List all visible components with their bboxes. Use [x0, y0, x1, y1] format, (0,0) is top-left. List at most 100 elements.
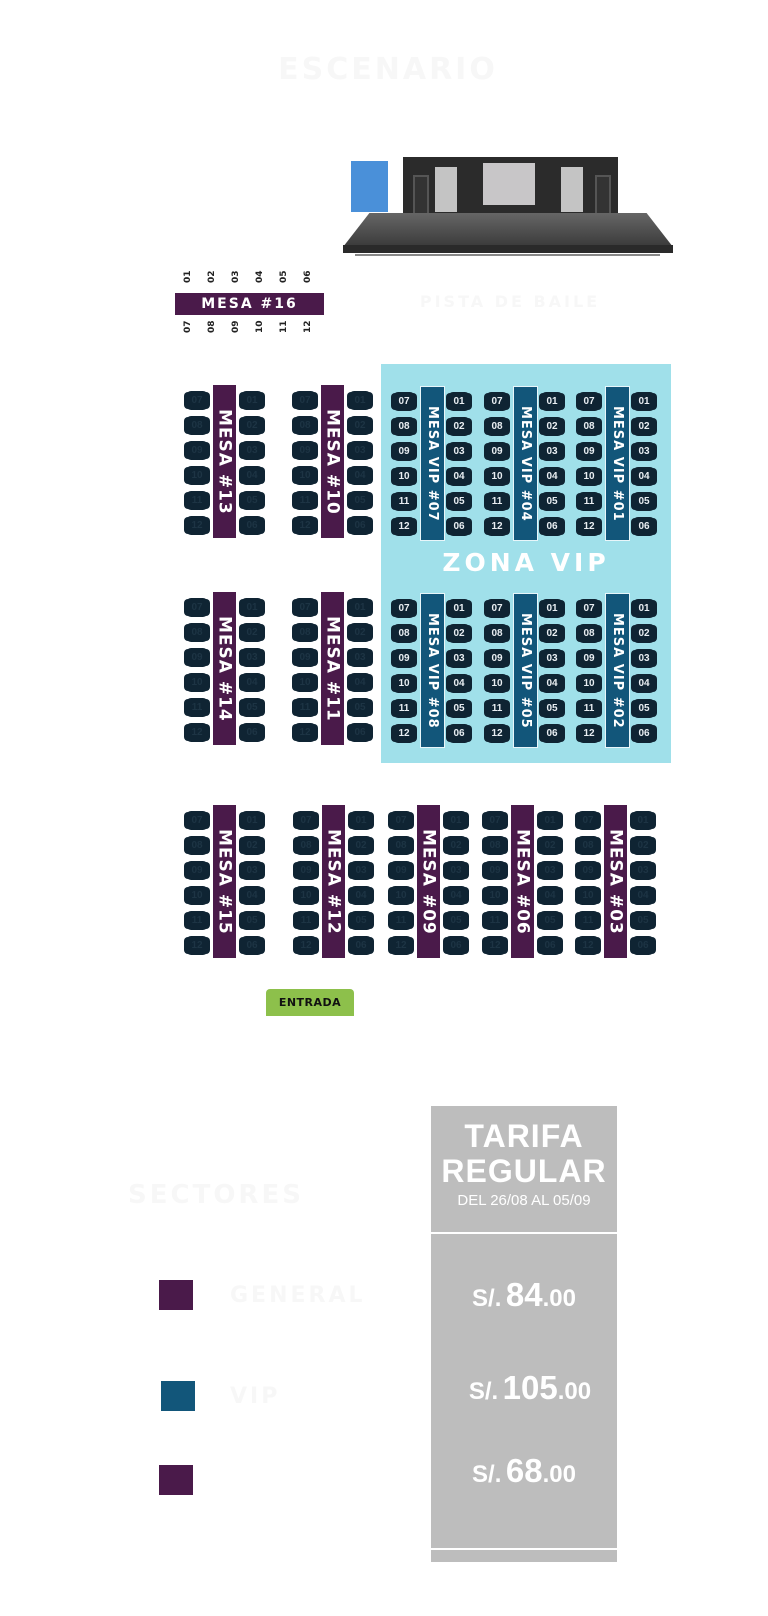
seat[interactable]: 05 [241, 491, 263, 510]
seat[interactable]: 02 [539, 836, 561, 855]
seat[interactable]: 08 [578, 417, 600, 436]
seat[interactable]: 10 [186, 466, 208, 485]
seat[interactable]: 02 [633, 624, 655, 643]
seat[interactable]: 06 [241, 516, 263, 535]
seat[interactable]: 01 [448, 599, 470, 618]
seat[interactable]: 07 [578, 392, 600, 411]
seat[interactable]: 05 [349, 491, 371, 510]
seat[interactable]: 11 [484, 911, 506, 930]
seat[interactable]: 08 [578, 624, 600, 643]
seat[interactable]: 05 [350, 911, 372, 930]
seat[interactable]: 07 [186, 811, 208, 830]
seat[interactable]: 09 [295, 861, 317, 880]
seat[interactable]: 01 [541, 599, 563, 618]
seat[interactable]: 12 [578, 724, 600, 743]
seat[interactable]: 11 [578, 492, 600, 511]
seat[interactable]: 03 [448, 442, 470, 461]
seat[interactable]: 11 [295, 911, 317, 930]
seat[interactable]: 11 [186, 911, 208, 930]
seat[interactable]: 07 [486, 599, 508, 618]
seat-number[interactable]: 02 [207, 270, 217, 284]
seat-number[interactable]: 03 [231, 270, 241, 284]
seat[interactable]: 07 [577, 811, 599, 830]
seat-number[interactable]: 10 [255, 320, 265, 334]
seat[interactable]: 06 [448, 724, 470, 743]
seat[interactable]: 12 [186, 936, 208, 955]
seat[interactable]: 12 [393, 517, 415, 536]
seat[interactable]: 08 [186, 623, 208, 642]
seat[interactable]: 11 [186, 491, 208, 510]
seat[interactable]: 08 [393, 417, 415, 436]
seat[interactable]: 09 [484, 861, 506, 880]
seat[interactable]: 02 [632, 836, 654, 855]
seat[interactable]: 03 [539, 861, 561, 880]
seat[interactable]: 02 [349, 416, 371, 435]
seat[interactable]: 01 [349, 598, 371, 617]
seat[interactable]: 06 [448, 517, 470, 536]
seat[interactable]: 09 [186, 861, 208, 880]
seat[interactable]: 12 [186, 516, 208, 535]
seat[interactable]: 05 [539, 911, 561, 930]
seat[interactable]: 03 [349, 648, 371, 667]
seat[interactable]: 04 [633, 674, 655, 693]
seat[interactable]: 10 [484, 886, 506, 905]
seat[interactable]: 09 [186, 441, 208, 460]
seat[interactable]: 12 [578, 517, 600, 536]
seat[interactable]: 09 [578, 649, 600, 668]
seat[interactable]: 04 [445, 886, 467, 905]
seat[interactable]: 07 [393, 599, 415, 618]
seat[interactable]: 06 [349, 516, 371, 535]
seat[interactable]: 02 [349, 623, 371, 642]
seat-number[interactable]: 07 [183, 320, 193, 334]
seat[interactable]: 03 [241, 861, 263, 880]
seat[interactable]: 09 [390, 861, 412, 880]
seat[interactable]: 05 [241, 698, 263, 717]
seat[interactable]: 07 [390, 811, 412, 830]
seat[interactable]: 03 [241, 648, 263, 667]
seat[interactable]: 04 [241, 673, 263, 692]
seat[interactable]: 10 [486, 674, 508, 693]
seat[interactable]: 07 [186, 598, 208, 617]
seat[interactable]: 11 [390, 911, 412, 930]
seat[interactable]: 09 [486, 649, 508, 668]
seat[interactable]: 11 [486, 492, 508, 511]
seat[interactable]: 04 [632, 886, 654, 905]
seat[interactable]: 04 [241, 466, 263, 485]
seat[interactable]: 08 [294, 623, 316, 642]
seat[interactable]: 02 [541, 417, 563, 436]
seat-number[interactable]: 05 [279, 270, 289, 284]
seat[interactable]: 12 [486, 517, 508, 536]
seat[interactable]: 05 [541, 492, 563, 511]
seat-number[interactable]: 12 [303, 320, 313, 334]
seat[interactable]: 10 [186, 886, 208, 905]
seat[interactable]: 04 [350, 886, 372, 905]
seat[interactable]: 10 [390, 886, 412, 905]
seat[interactable]: 05 [448, 699, 470, 718]
seat[interactable]: 05 [445, 911, 467, 930]
seat[interactable]: 07 [294, 598, 316, 617]
seat[interactable]: 08 [295, 836, 317, 855]
seat[interactable]: 09 [186, 648, 208, 667]
seat[interactable]: 05 [541, 699, 563, 718]
seat-number[interactable]: 06 [303, 270, 313, 284]
seat[interactable]: 10 [295, 886, 317, 905]
seat[interactable]: 03 [349, 441, 371, 460]
seat[interactable]: 06 [632, 936, 654, 955]
seat[interactable]: 01 [241, 391, 263, 410]
seat[interactable]: 06 [349, 723, 371, 742]
seat[interactable]: 01 [632, 811, 654, 830]
seat[interactable]: 02 [633, 417, 655, 436]
seat[interactable]: 01 [350, 811, 372, 830]
seat[interactable]: 03 [541, 442, 563, 461]
seat[interactable]: 11 [393, 699, 415, 718]
seat[interactable]: 04 [448, 467, 470, 486]
seat[interactable]: 12 [393, 724, 415, 743]
seat[interactable]: 06 [633, 724, 655, 743]
seat[interactable]: 04 [541, 467, 563, 486]
seat[interactable]: 11 [486, 699, 508, 718]
seat[interactable]: 06 [541, 724, 563, 743]
seat[interactable]: 11 [578, 699, 600, 718]
seat[interactable]: 04 [349, 466, 371, 485]
seat[interactable]: 02 [445, 836, 467, 855]
